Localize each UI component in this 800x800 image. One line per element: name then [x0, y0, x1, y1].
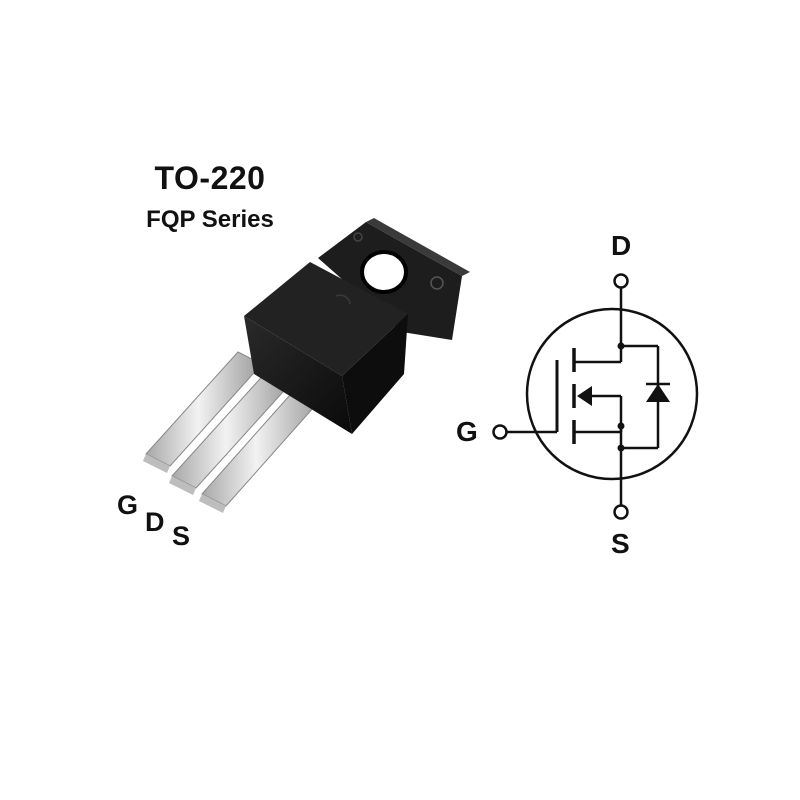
package-title: TO-220: [154, 160, 266, 196]
source-terminal: [613, 504, 629, 520]
pin-label-source: S: [172, 521, 191, 551]
gate-terminal: [492, 424, 508, 440]
mounting-tab: [318, 218, 470, 340]
package-subtitle: FQP Series: [146, 206, 274, 233]
symbol-circle: [525, 307, 699, 481]
mounting-hole: [360, 250, 408, 294]
schematic-label-source: S: [611, 528, 630, 559]
schematic-label-drain: D: [611, 230, 632, 261]
drain-terminal: [613, 273, 629, 289]
pin-label-gate: G: [117, 490, 139, 520]
pin-label-drain: D: [145, 507, 165, 537]
channel-arrow-icon: [577, 386, 592, 406]
body-diode-icon: [646, 384, 670, 402]
package-body: [244, 262, 408, 434]
schematic-label-gate: G: [456, 416, 478, 447]
